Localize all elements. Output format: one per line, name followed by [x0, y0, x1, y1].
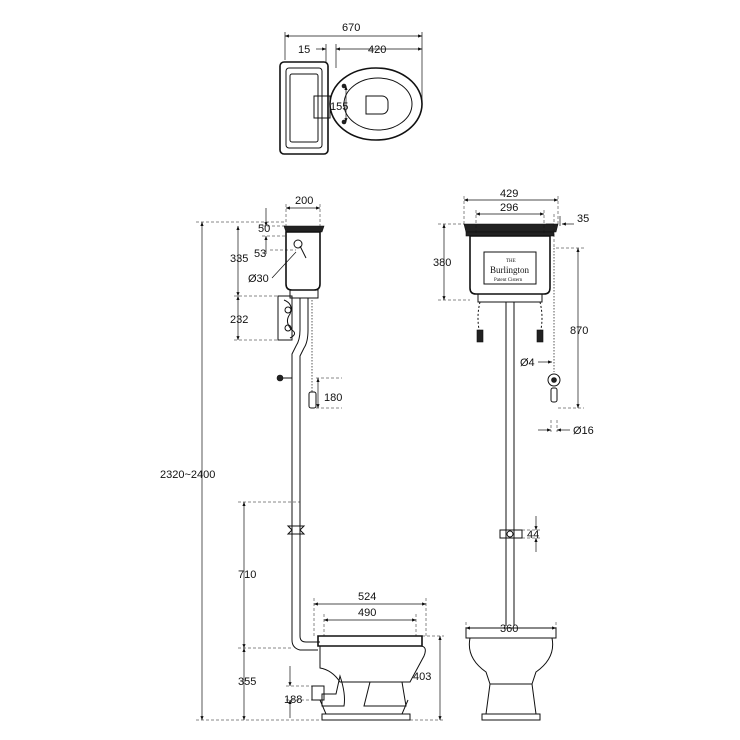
front-cistern-height-label: 380	[433, 257, 451, 269]
logo-line-subtitle: Patent Cistern	[494, 278, 523, 283]
side-pan	[311, 635, 426, 721]
side-flush-pipe	[286, 298, 320, 651]
front-cistern-width-label: 429	[500, 188, 518, 200]
plan-seat-front-label: 420	[368, 44, 386, 56]
plan-view: 670 15 420 155	[279, 22, 423, 155]
logo-line-brand: Burlington	[490, 265, 530, 275]
side-cistern-height-label: 335	[230, 253, 248, 265]
side-bracket	[277, 295, 296, 341]
side-pan-length-outer-label: 524	[358, 591, 376, 603]
front-chain-length-label: 870	[570, 325, 588, 337]
logo-line-the: THE	[506, 259, 516, 264]
plan-seat-depth-label: 155	[330, 101, 348, 113]
side-outlet-offset-label: 188	[284, 694, 302, 706]
front-cistern-inner-width-label: 296	[500, 202, 518, 214]
plan-offset-label: 15	[298, 44, 310, 56]
side-overall-height-label: 2320~2400	[160, 469, 215, 481]
front-view: THE Burlington Patent Cistern	[433, 188, 594, 721]
side-view: 200 50 53 335 Ø30 232 180 2320~2400 710	[160, 195, 444, 721]
side-pan-height-label: 403	[413, 671, 431, 683]
plan-cistern	[279, 61, 331, 155]
side-cistern-depth-label: 200	[295, 195, 313, 207]
side-lid-height-label: 50	[258, 223, 270, 235]
front-clip-height-label: 44	[527, 529, 539, 541]
front-side-offset-label: 35	[577, 213, 589, 225]
side-chain-drop-label: 180	[324, 392, 342, 404]
front-pan	[465, 627, 557, 721]
front-chains	[476, 248, 561, 403]
side-flush-offset-label: 53	[254, 248, 266, 260]
side-pipe-height-label: 710	[238, 569, 256, 581]
plan-overall-width-label: 670	[342, 22, 360, 34]
front-cistern: THE Burlington Patent Cistern	[463, 223, 559, 303]
side-inlet-diameter-label: Ø30	[248, 273, 269, 285]
side-cistern	[283, 225, 325, 299]
front-flush-pipe	[499, 302, 523, 626]
front-handle-diameter-label: Ø16	[573, 425, 594, 437]
side-bracket-height-label: 232	[230, 314, 248, 326]
side-pull-chain	[276, 300, 317, 409]
side-pan-length-inner-label: 490	[358, 607, 376, 619]
side-outlet-height-label: 355	[238, 676, 256, 688]
front-chain-diameter-label: Ø4	[520, 357, 535, 369]
front-pan-width-label: 360	[500, 623, 518, 635]
